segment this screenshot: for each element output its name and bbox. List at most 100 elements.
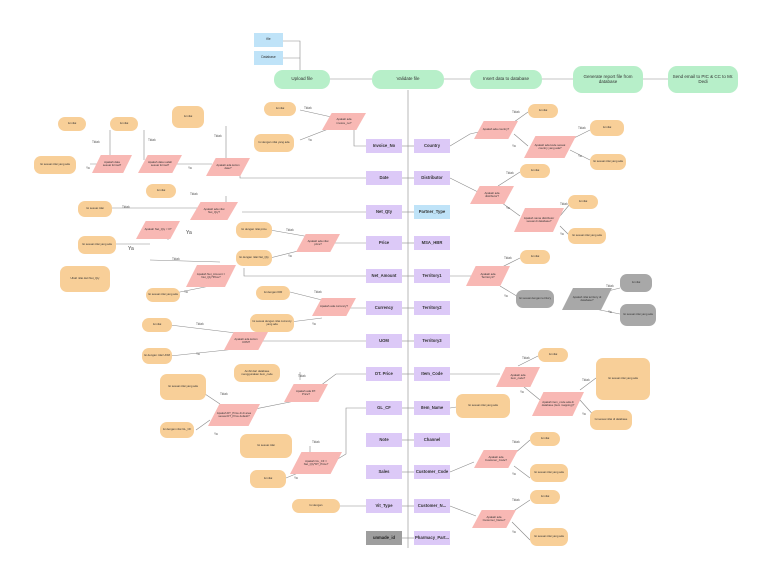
edge-label: Tidak <box>506 171 514 175</box>
result-territory1-no: Isi nilai <box>520 250 550 264</box>
edge-label: Tidak <box>522 356 530 360</box>
decision-item-code: Apakah ada item_code? <box>496 367 540 387</box>
field-unmade-id: unmade_id <box>366 531 402 545</box>
edge-label: Tidak <box>172 257 180 261</box>
field-territory1: Territory1 <box>414 269 450 283</box>
decision-customer-code: Apakah ada Customer_Code? <box>474 450 518 468</box>
step-upload-file: Upload file <box>274 70 330 89</box>
result-date-no-1: Isi nilai <box>58 117 86 131</box>
edge-label: Ya <box>582 412 586 416</box>
edge-label: Tidak <box>578 126 586 130</box>
edge-label: Ya <box>512 144 516 148</box>
result-vit-type: Isi dengan <box>292 499 340 513</box>
step-generate-report: Generate report file from database <box>573 66 643 93</box>
store-database: Database <box>254 51 283 65</box>
result-net-qty-yes: Isi sesuai nilai <box>78 201 112 217</box>
result-net-qty-neg: Isi sesuai nilai yang ada <box>78 236 116 254</box>
result-territory1-yes: Isi sesuai dengan territory <box>516 290 554 308</box>
result-dt-price-no: Ambil dari database menggunakan item_cod… <box>234 364 280 382</box>
field-date: Date <box>366 171 402 185</box>
field-net-amount: Net_Amount <box>366 269 402 283</box>
decision-net-qty-negative: Apakah Net_Qty < 0? <box>136 221 180 239</box>
result-customer-name-no: Isi nilai <box>530 490 560 504</box>
edge-label: Ya <box>520 390 524 394</box>
field-currency: Currency <box>366 301 402 315</box>
edge-label: Tidak <box>190 192 198 196</box>
decision-uom: Apakah ada kolom UOM? <box>224 332 268 350</box>
decision-country-code: Apakah ada kode sesuai country yang ada? <box>524 136 576 158</box>
edge-label: Tidak <box>92 140 100 144</box>
step-insert-data: Insert data to database <box>470 70 542 89</box>
edge-label: Tidak <box>606 284 614 288</box>
store-file: file <box>254 33 283 47</box>
result-currency-no: Isi dengan IDR <box>256 286 290 300</box>
result-net-amount-yes: Isi sesuai nilai yang ada <box>146 288 180 302</box>
field-territory3: Territory3 <box>414 334 450 348</box>
edge-label: Ya <box>288 254 292 258</box>
field-item-name: Item_Name <box>414 401 450 415</box>
edge-label: Ya <box>506 206 510 210</box>
edge-label: Tidak <box>286 228 294 232</box>
field-price: Price <box>366 236 402 250</box>
result-invoice-no-yes: Isi dengan nilai yang ada <box>254 134 294 152</box>
edge-label: Ya <box>196 352 200 356</box>
result-distributor-name-no: Isi nilai <box>568 195 598 209</box>
field-partner-type: Partner_Type <box>414 205 450 219</box>
result-distributor-name-yes: Isi sesuai nilai yang ada <box>568 228 606 244</box>
step-validate-file: Validate file <box>372 70 444 89</box>
field-sales: Sales <box>366 465 402 479</box>
step-send-email: Send email to PIC & CC to Mr. Dedi <box>668 66 738 93</box>
edge-label: Tidak <box>304 106 312 110</box>
field-dt-price: DT. Price <box>366 367 402 381</box>
decision-date: Apakah ada kolom date? <box>206 158 250 176</box>
result-customer-code-no: Isi nilai <box>530 432 560 446</box>
result-currency-yes: Isi sesuai dengan nilai currency yang ad… <box>250 314 294 332</box>
decision-date-format: Apakah data sudah sesuai format? <box>138 155 182 173</box>
edge-label: Ya <box>184 290 188 294</box>
result-gl-cf-no: Isi sesuai nilai <box>240 434 292 458</box>
edge-label: Ya <box>608 310 612 314</box>
field-channel: Channel <box>414 433 450 447</box>
decision-price: Apakah ada nilai price? <box>296 234 340 252</box>
edge-label: Tidak <box>312 440 320 444</box>
result-date-yes: Isi sesuai nilai yang ada <box>34 156 76 174</box>
edge-label: Tidak <box>122 205 130 209</box>
decision-country: Apakah ada country? <box>474 121 518 139</box>
decision-net-qty: Apakah ada nilai Net_Qty? <box>190 202 238 220</box>
field-customer-code: Customer_Code <box>414 465 450 479</box>
decision-currency: Apakah ada currency? <box>312 298 356 316</box>
decision-territory1: Apakah ada Territory1? <box>466 266 510 286</box>
result-country-code-no: Isi nilai <box>590 120 624 136</box>
edge-label: Ya <box>188 166 192 170</box>
result-invoice-no-no: Isi nilai <box>264 102 296 116</box>
result-territory-db-no: Isi nilai <box>620 274 652 292</box>
edge-label: Tidak <box>512 498 520 502</box>
result-price-no: Isi dengan nilai price <box>236 222 272 238</box>
edge-label: Tidak <box>512 440 520 444</box>
field-pharmacy-part: Pharmacy_Part... <box>414 531 450 545</box>
edge-label: Ya <box>560 232 564 236</box>
result-item-mapping-yes: Isi sesuai nilai di database <box>590 410 632 430</box>
decision-territory-db: Apakah nilai territory di database? <box>562 288 612 310</box>
field-territory2: Territory2 <box>414 301 450 315</box>
edge-label: Ya <box>186 230 192 236</box>
field-msa-hbr: MSA_HBR <box>414 236 450 250</box>
result-date-no-2: Isi nilai <box>110 117 138 131</box>
result-dt-price-default-no: Isi sesuai nilai yang ada <box>160 374 206 400</box>
edge-label: Ya <box>512 530 516 534</box>
result-uom-no: Isi nilai <box>142 318 172 332</box>
result-territory-db-yes: Isi sesuai nilai yang ada <box>620 304 656 326</box>
decision-dt-price-default: Apakah DT_Price di di area sesuai DT_Pri… <box>208 404 260 426</box>
field-vit-type: Vit_Type <box>366 499 402 513</box>
result-gl-cf-yes: Isi nilai <box>250 470 286 488</box>
decision-date-format-2: Apakah data sesuai format? <box>92 155 132 173</box>
field-uom: UOM <box>366 334 402 348</box>
edge-label: Ya <box>294 476 298 480</box>
result-price-yes: Isi dengan nilai Net_Qty <box>236 250 272 266</box>
result-net-qty-no: Isi nilai <box>146 184 176 198</box>
result-date-no-3: Isi nilai <box>172 106 204 128</box>
decision-customer-name: Apakah ada Customer_Name? <box>472 510 516 528</box>
edge-label: Ya <box>86 166 90 170</box>
edge-label: Tidak <box>220 392 228 396</box>
decision-net-amount: Apakah Net_Amount = Net_Qty*Price? <box>186 265 236 287</box>
